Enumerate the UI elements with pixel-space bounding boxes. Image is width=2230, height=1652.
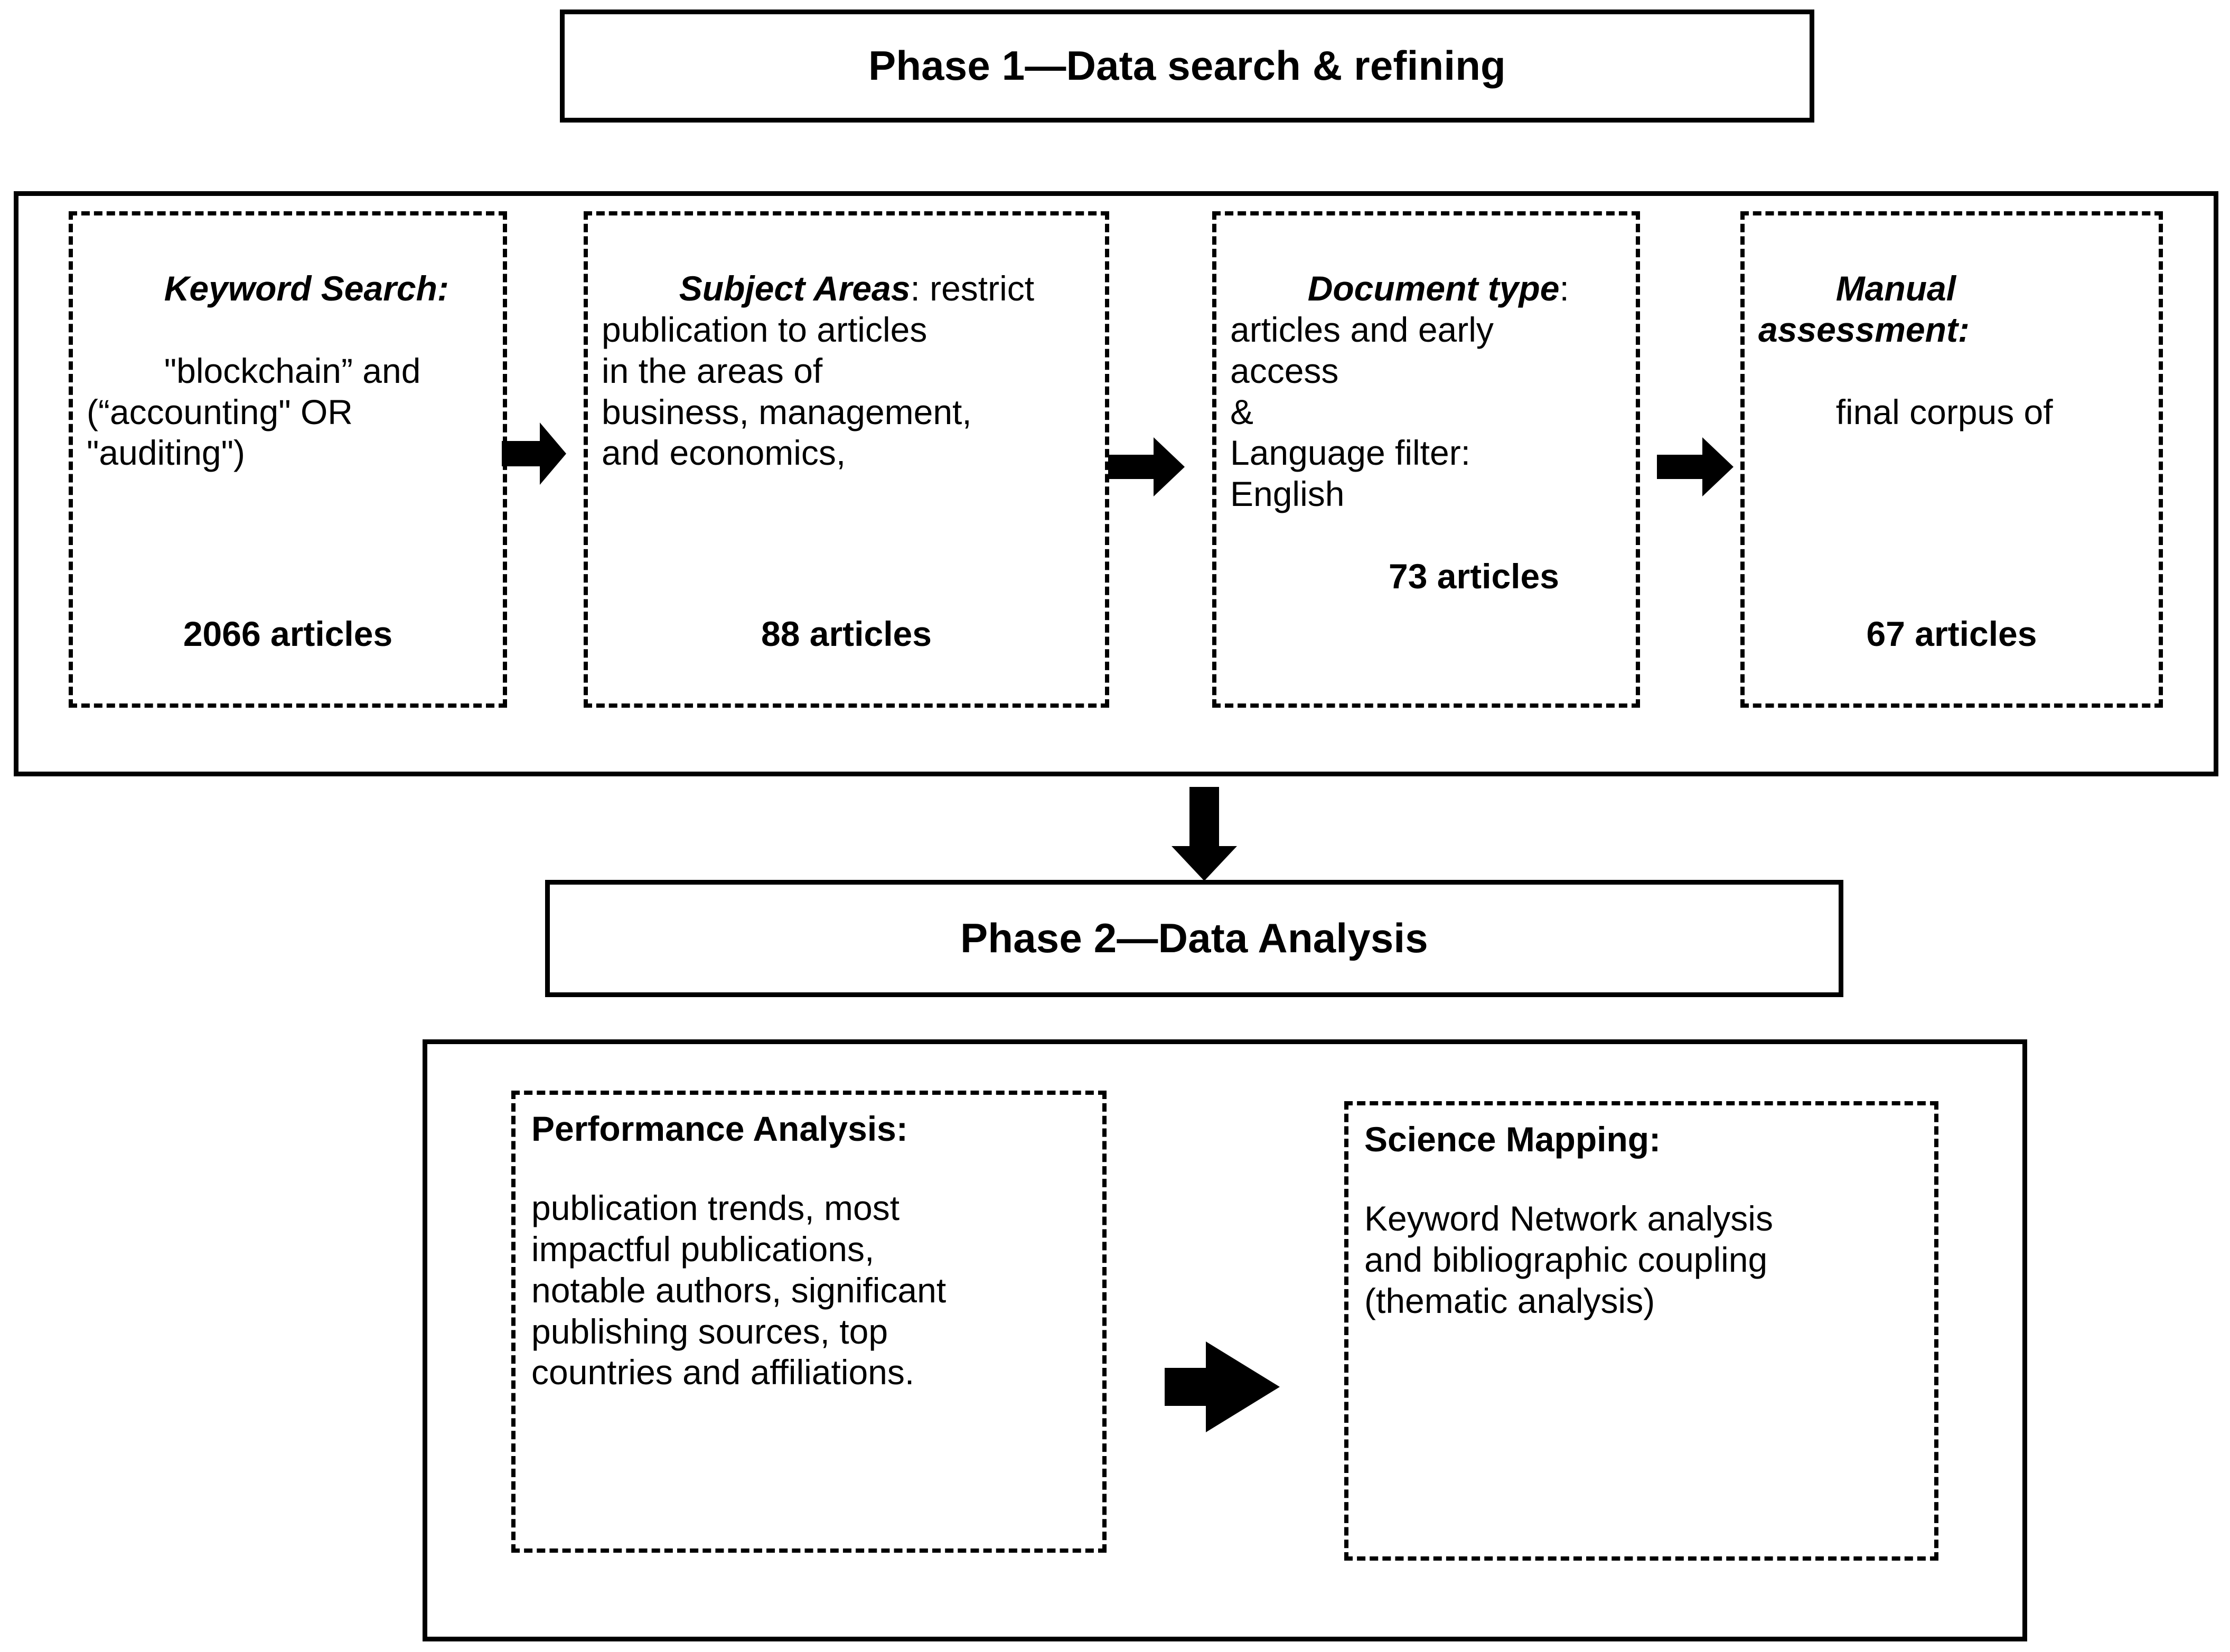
phase-1-step-2-text: Subject Areas: restrict publication to a… [602,227,1091,515]
phase-1-step-3-count: 73 articles [1389,557,1559,596]
phase-2-step-2-body: Keyword Network analysis and bibliograph… [1364,1198,1773,1320]
arrow-step3-to-step4-icon [1657,437,1734,496]
phase-2-step-2-spacer [1364,1322,1918,1543]
phase-2-step-2-box: Science Mapping: Keyword Network analysi… [1344,1101,1938,1561]
phase-1-step-1-count: 2066 articles [183,614,393,654]
phase-2-step-1-spacer [531,1393,1086,1535]
phase-1-step-4-spacer [1758,474,2145,614]
phase-1-header-box: Phase 1—Data search & refining [560,10,1814,123]
phase-1-step-4-count: 67 articles [1866,614,2037,654]
phase-1-step-4-bottom-pad [1758,655,2145,694]
phase-2-step-1-lead: Performance Analysis: [531,1109,908,1148]
phase-2-header-label: Phase 2—Data Analysis [960,915,1428,962]
phase-1-step-1-bottom-pad [87,655,489,694]
phase-2-step-1-body: publication trends, most impactful publi… [531,1188,947,1392]
phase-1-step-1-lead: Keyword Search: [164,268,449,308]
phase-1-step-3-spacer [1230,597,1622,694]
phase-1-step-2-bottom-pad [602,655,1091,694]
phase-1-step-1-text: Keyword Search: "blockchain” and (“accou… [87,227,489,515]
phase-1-step-4-lead: Manual assessment: [1758,268,1970,349]
phase-1-step-3-box: Document type: articles and early access… [1212,211,1640,708]
phase-1-step-3-body: : articles and early access & Language f… [1230,268,1569,514]
phase-1-step-3-text: Document type: articles and early access… [1230,227,1622,556]
phase-1-step-4-body: final corpus of [1835,392,2053,431]
arrow-performance-to-science-icon [1165,1341,1280,1432]
phase-1-step-3-lead: Document type [1307,268,1560,308]
phase-1-step-2-lead: Subject Areas [679,268,911,308]
phase-1-step-2-box: Subject Areas: restrict publication to a… [584,211,1109,708]
phase-2-header-box: Phase 2—Data Analysis [545,880,1843,997]
phase-1-step-2-count: 88 articles [761,614,932,654]
phase-1-step-1-box: Keyword Search: "blockchain” and (“accou… [69,211,507,708]
arrow-phase1-to-phase2-icon [1172,787,1237,881]
phase-2-step-1-box: Performance Analysis: publication trends… [511,1091,1107,1553]
phase-1-step-1-spacer [87,515,489,614]
arrow-step1-to-step2-icon [502,423,566,485]
phase-1-step-2-body: : restrict publication to articles in th… [602,268,1035,473]
phase-1-header-label: Phase 1—Data search & refining [868,42,1506,89]
phase-1-step-4-text: Manual assessment: final corpus of [1758,227,2145,474]
phase-1-step-4-box: Manual assessment: final corpus of 67 ar… [1740,211,2163,708]
phase-1-step-1-body: "blockchain” and (“accounting" OR "audit… [87,351,421,473]
phase-2-step-2-gap [1364,1160,1918,1198]
phase-2-step-1-gap [531,1150,1086,1188]
phase-1-step-2-spacer [602,515,1091,614]
phase-2-step-2-lead: Science Mapping: [1364,1120,1661,1159]
arrow-step2-to-step3-icon [1108,437,1185,496]
